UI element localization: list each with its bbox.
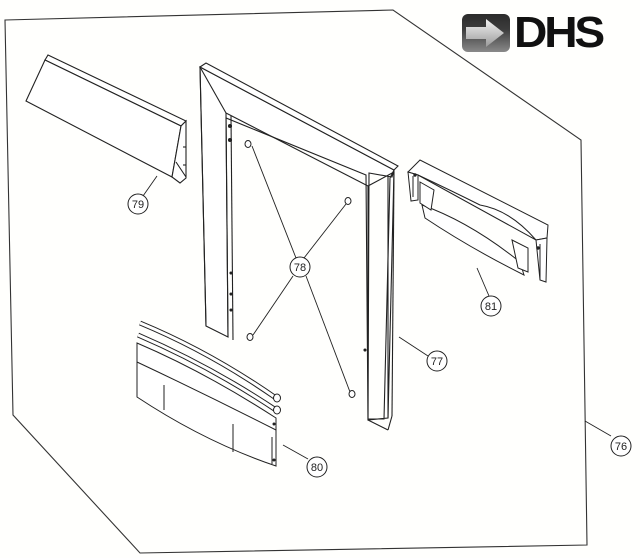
callout-80[interactable]: 80	[306, 456, 328, 478]
leader-lines	[142, 145, 612, 460]
svg-text:76: 76	[615, 441, 627, 453]
callout-79[interactable]: 79	[127, 193, 149, 215]
svg-text:79: 79	[132, 199, 144, 211]
callout-78[interactable]: 78	[289, 256, 311, 278]
part-77-surround-frame	[198, 62, 399, 431]
callout-76[interactable]: 76	[610, 435, 632, 457]
part-78-fixing-pins	[244, 140, 356, 398]
assembly-outline	[4, 9, 588, 554]
part-79-top-hood	[25, 54, 187, 184]
logo-text: DHS	[514, 8, 605, 57]
svg-text:81: 81	[485, 301, 497, 313]
arrow-right-icon	[462, 14, 510, 52]
svg-text:80: 80	[311, 462, 323, 474]
part-81-upper-trim-bracket	[407, 159, 549, 283]
callout-81[interactable]: 81	[480, 295, 502, 317]
dhs-logo: DHS	[462, 8, 637, 57]
part-80-curved-front-fret	[136, 320, 281, 467]
callout-77[interactable]: 77	[426, 350, 448, 372]
svg-text:77: 77	[431, 356, 443, 368]
svg-text:78: 78	[294, 262, 306, 274]
